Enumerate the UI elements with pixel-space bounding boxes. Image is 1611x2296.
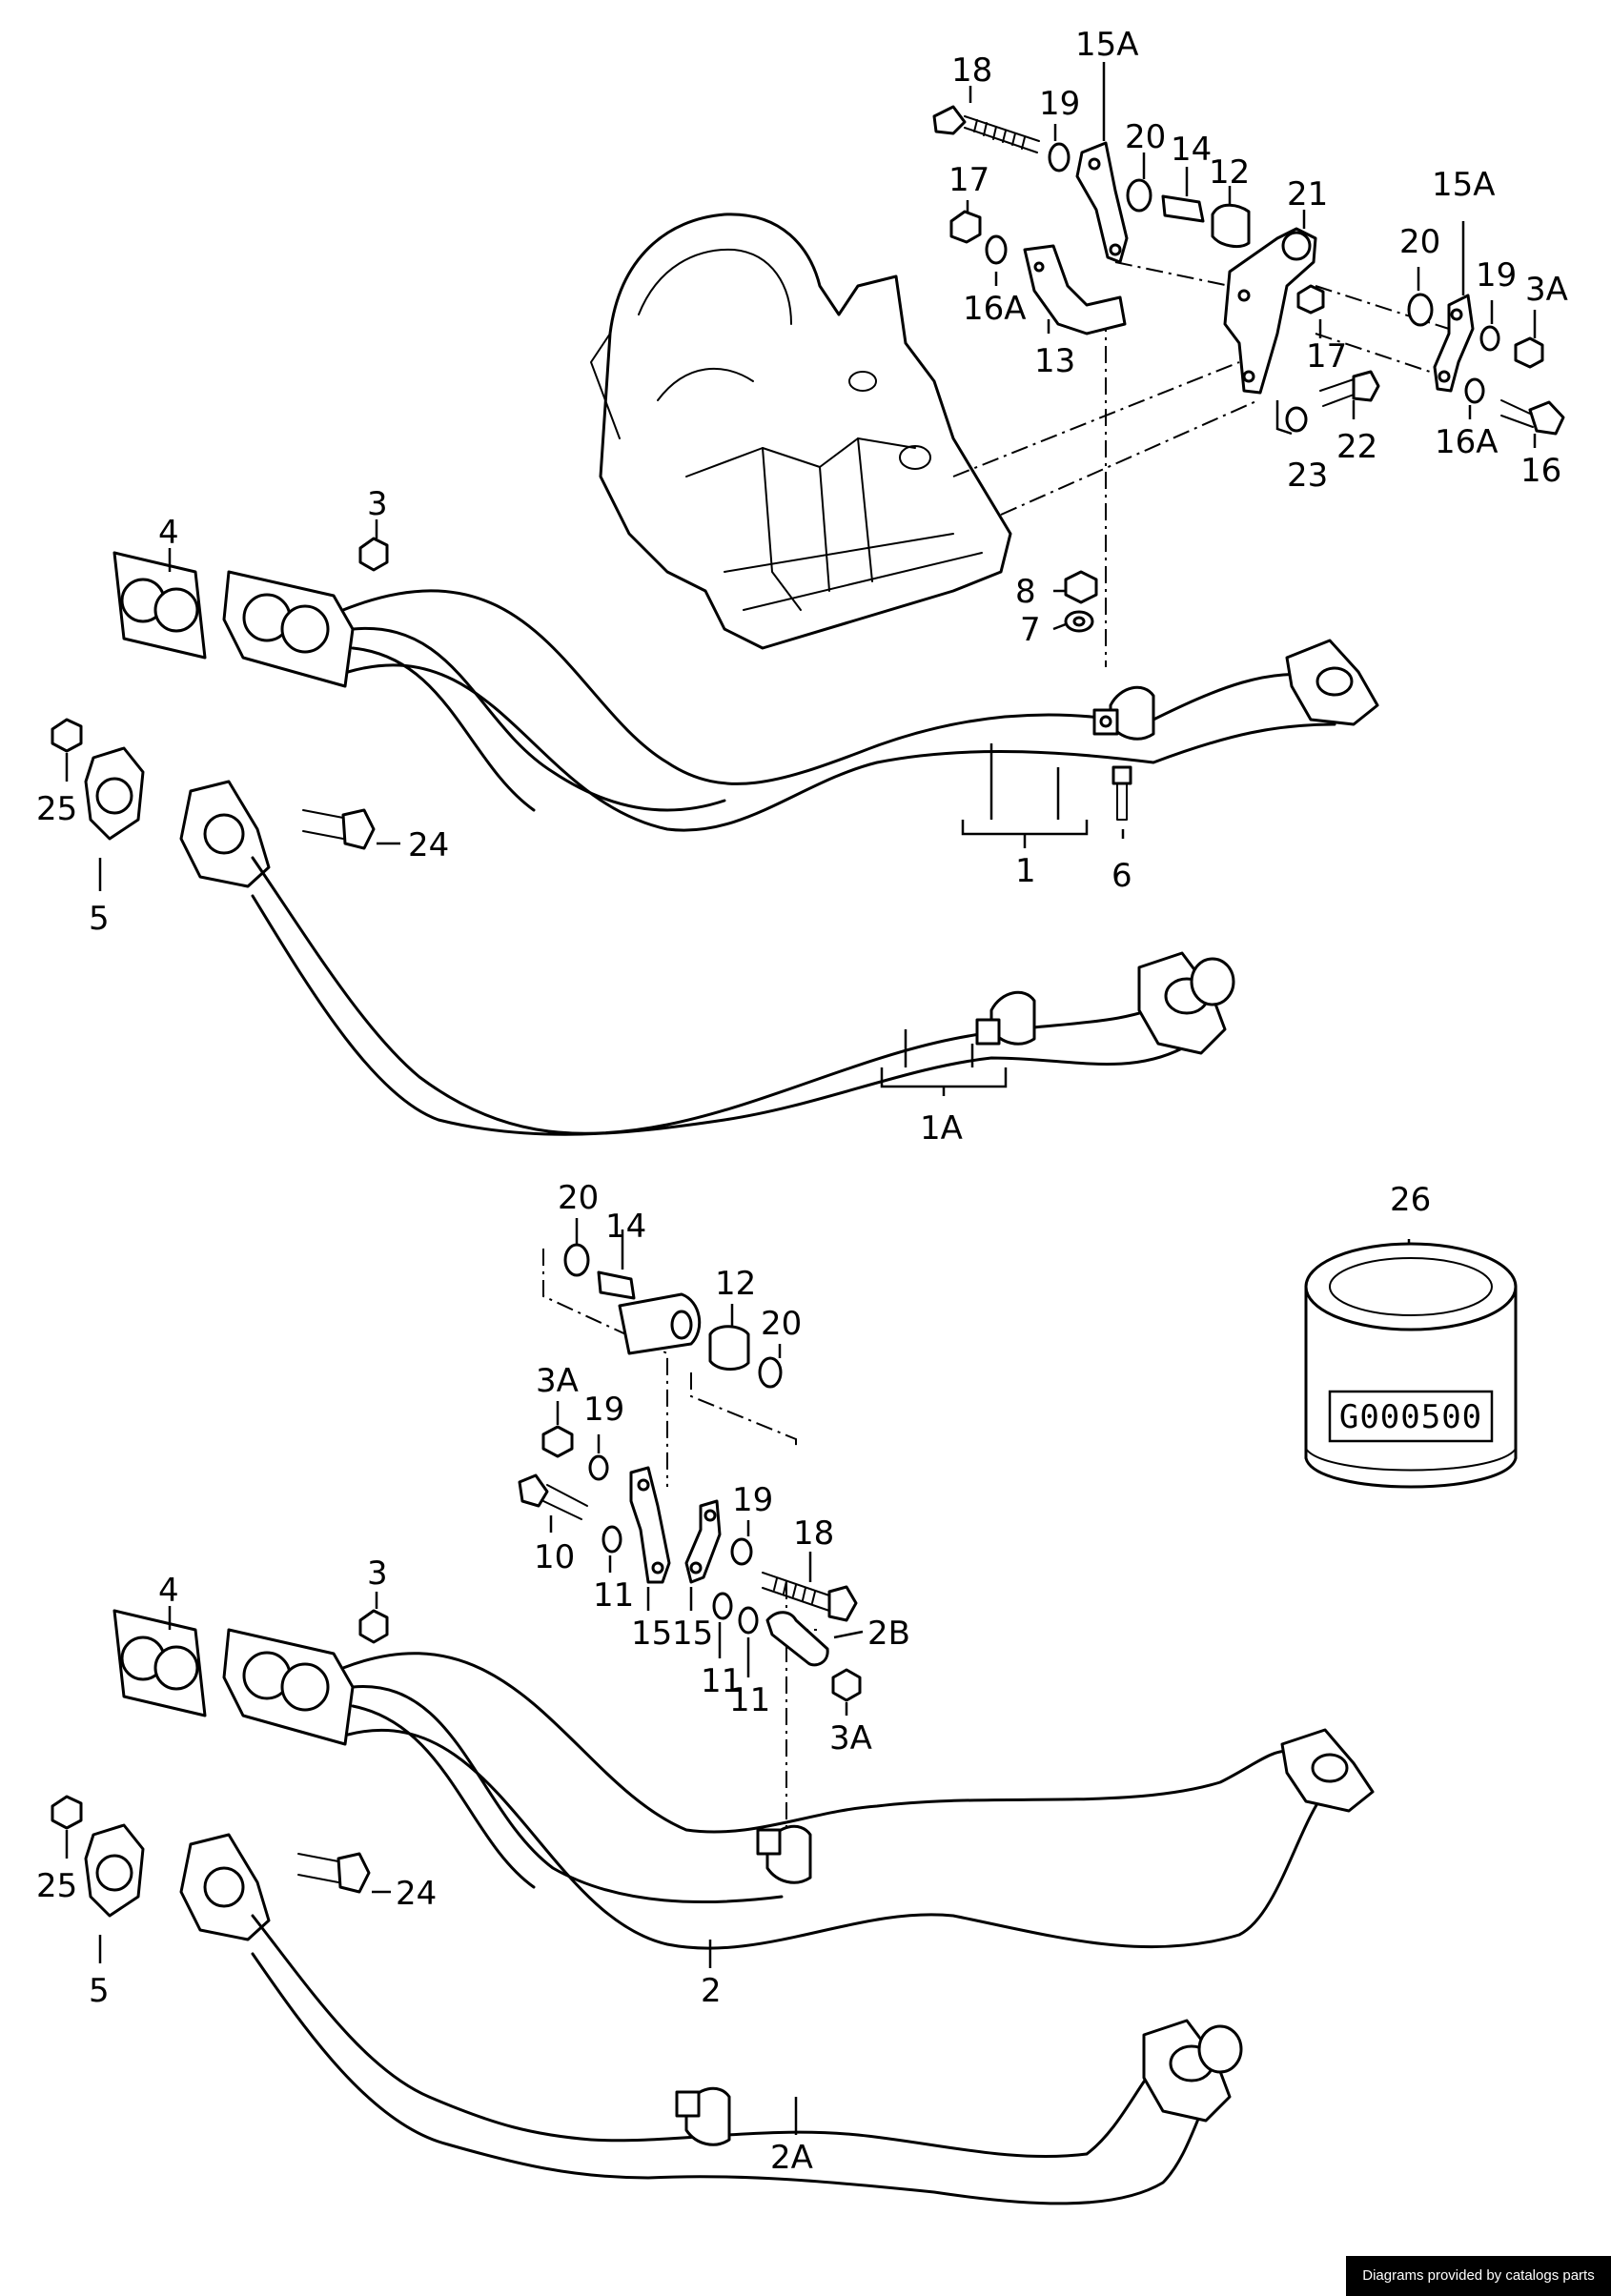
callout-11-a: 11: [593, 1576, 634, 1615]
callout-17-left: 17: [948, 161, 989, 199]
top-exhaust-pipes: [251, 589, 1379, 1136]
callout-20-b2: 20: [761, 1305, 802, 1343]
callout-25-bot: 25: [36, 1867, 77, 1905]
callout-18-top: 18: [951, 51, 992, 90]
bottom-gaskets-flanges: [51, 1609, 389, 1941]
top-gaskets-flanges: [51, 537, 389, 888]
callout-12-top: 12: [1209, 153, 1250, 192]
callout-20-b1: 20: [558, 1179, 599, 1217]
oil-filter: G000500: [1304, 1242, 1518, 1489]
bottom-exhaust-pipes: [251, 1652, 1375, 2205]
transmission-housing: [590, 213, 1012, 650]
callout-12-b: 12: [715, 1265, 756, 1303]
callout-3a-b1: 3A: [536, 1362, 579, 1400]
callout-2: 2: [701, 1972, 722, 2010]
callout-15a-right: 15A: [1432, 166, 1496, 204]
bottom-bracket-hardware: [518, 1243, 862, 1702]
callout-26: 26: [1390, 1181, 1431, 1219]
callout-5-top: 5: [89, 900, 110, 938]
callout-11-c: 11: [729, 1681, 770, 1719]
callout-13: 13: [1034, 342, 1075, 380]
callout-20-top: 20: [1125, 118, 1166, 156]
callout-11-b: 11: [701, 1662, 742, 1700]
callout-4-bot: 4: [158, 1572, 179, 1610]
callout-3-top: 3: [367, 485, 388, 523]
callout-15-a: 15: [631, 1615, 672, 1653]
callout-6: 6: [1111, 857, 1132, 895]
callout-24-bot: 24: [396, 1875, 437, 1913]
callout-3a-right: 3A: [1525, 271, 1568, 309]
callout-16a-left: 16A: [963, 290, 1027, 328]
callout-15a-top: 15A: [1075, 26, 1139, 64]
callout-16: 16: [1520, 452, 1561, 490]
callout-4-top: 4: [158, 514, 179, 552]
callout-19-b2: 19: [732, 1481, 773, 1519]
callout-20-right: 20: [1399, 223, 1440, 261]
callout-19-b1: 19: [583, 1391, 624, 1429]
callout-15-b: 15: [672, 1615, 713, 1653]
callout-2b: 2B: [867, 1615, 910, 1653]
callout-7: 7: [1020, 611, 1041, 649]
callout-10: 10: [534, 1538, 575, 1576]
callout-22: 22: [1336, 428, 1377, 466]
callout-17-mid: 17: [1306, 337, 1347, 376]
callout-3-bot: 3: [367, 1554, 388, 1593]
credit-banner: Diagrams provided by catalogs parts: [1346, 2256, 1611, 2296]
callout-24-top: 24: [408, 826, 449, 864]
oil-filter-code: G000500: [1339, 1398, 1482, 1436]
callout-19-top: 19: [1039, 85, 1080, 123]
callout-18-b: 18: [793, 1514, 834, 1553]
callout-21: 21: [1287, 175, 1328, 213]
callout-16a-right: 16A: [1435, 423, 1499, 461]
callout-5-bot: 5: [89, 1972, 110, 2010]
callout-8: 8: [1015, 573, 1036, 611]
callout-25-top: 25: [36, 790, 77, 828]
callout-2a: 2A: [770, 2139, 813, 2177]
callout-3a-b2: 3A: [829, 1719, 872, 1758]
callout-1: 1: [1015, 852, 1036, 890]
callout-14-b: 14: [605, 1208, 646, 1246]
callout-23: 23: [1287, 457, 1328, 495]
top-bracket-hardware: [932, 105, 1565, 436]
callout-1a: 1A: [920, 1109, 963, 1148]
callout-14-top: 14: [1171, 131, 1212, 169]
callout-19-right: 19: [1476, 256, 1517, 295]
clamp-hardware-top: [1064, 570, 1132, 821]
